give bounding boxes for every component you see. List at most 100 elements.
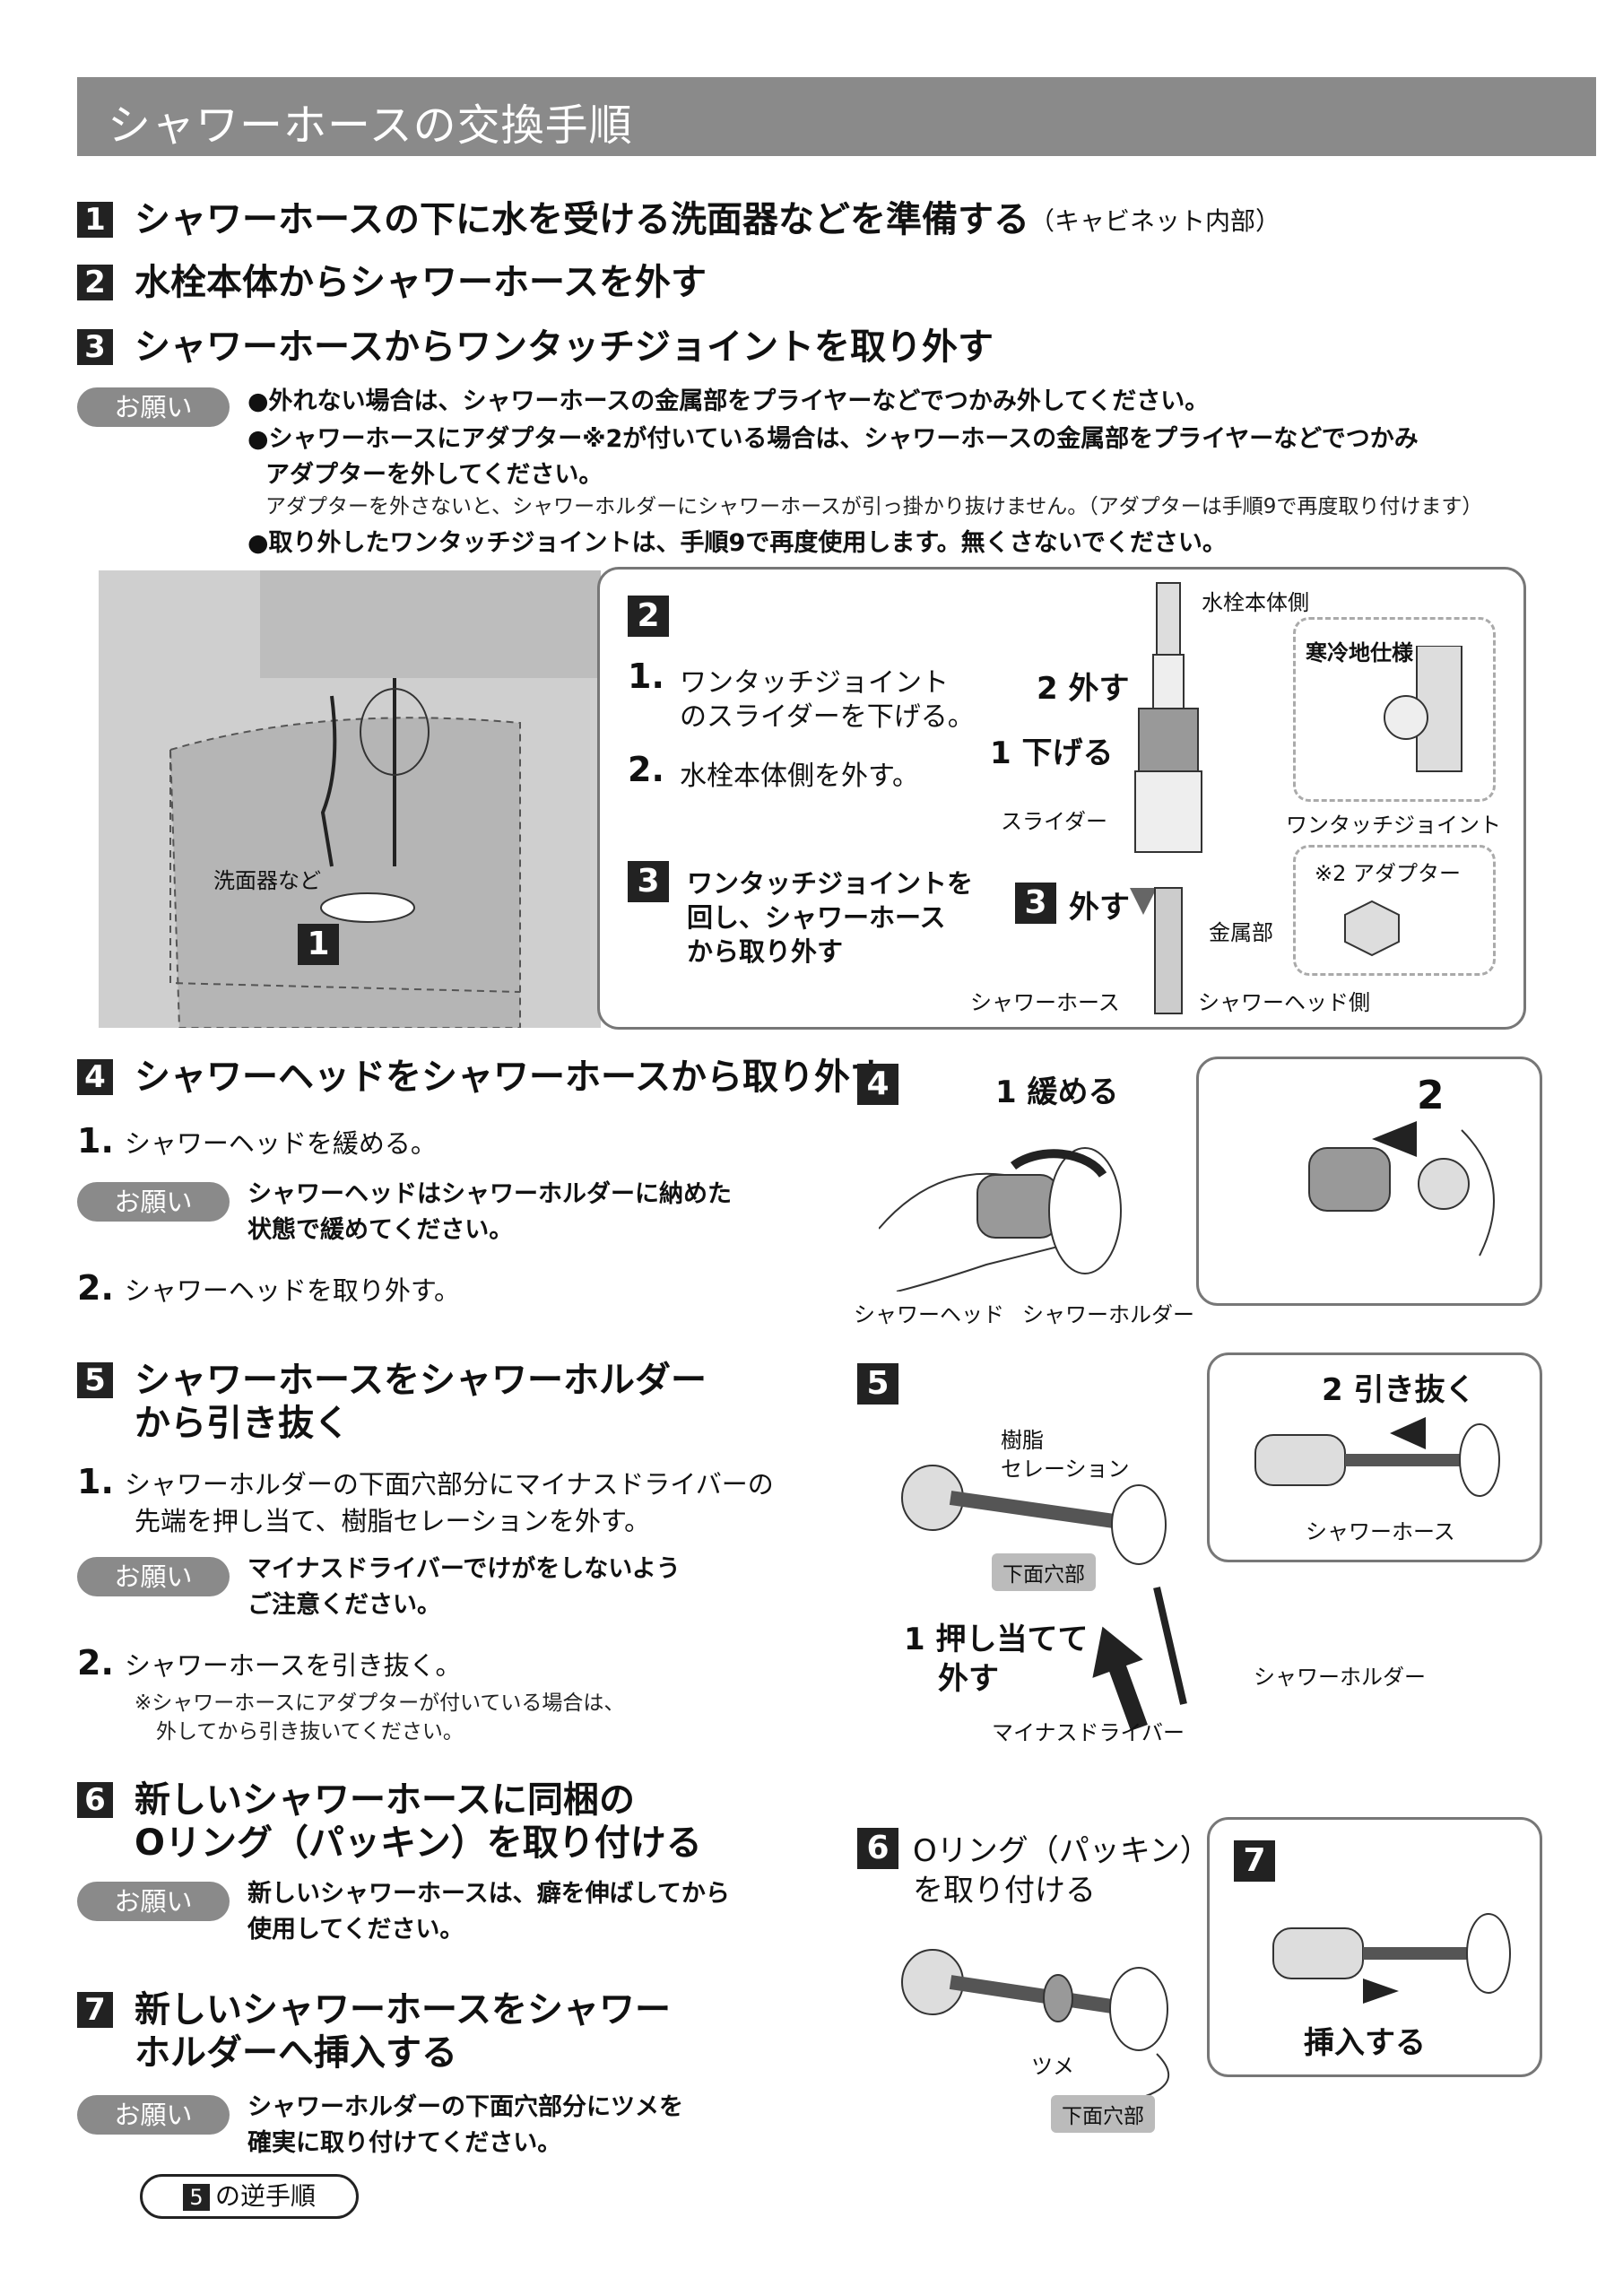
- serration-label: セレーション: [1001, 1457, 1130, 1482]
- step-number: 2: [77, 265, 113, 300]
- note-small: 外してから引き抜いてください。: [156, 1720, 464, 1744]
- instruction-number-3: 3: [628, 861, 669, 902]
- head-side-label: シャワーヘッド側: [1198, 990, 1370, 1015]
- loosen-label: 1 緩める: [995, 1074, 1119, 1110]
- cold-region-box: [1293, 617, 1496, 802]
- step-7: 7 新しいシャワーホースをシャワー: [77, 1986, 671, 2032]
- oring-attach-illustration: [901, 1949, 1170, 2109]
- item-text: シャワーヘッドを緩める。: [124, 1128, 437, 1159]
- step-text: 新しいシャワーホースをシャワー: [135, 1989, 671, 2031]
- request-badge: お願い: [77, 2095, 230, 2135]
- adapter-label: ※2 アダプター: [1315, 861, 1462, 886]
- request-badge: お願い: [77, 1882, 230, 1921]
- item-text: シャワーヘッドを取り外す。: [124, 1275, 460, 1306]
- oring-label: Oリング（パッキン）: [913, 1833, 1211, 1869]
- lower-1-label: 1 下げる: [990, 735, 1114, 771]
- cold-joint-icon: [1384, 646, 1462, 772]
- step-7-line-2: ホルダーへ挿入する: [135, 2032, 457, 2074]
- cabinet-illustration: [99, 570, 601, 1028]
- shower-holder-label: シャワーホルダー: [1022, 1302, 1194, 1327]
- step-4: 4 シャワーヘッドをシャワーホースから取り外す: [77, 1053, 886, 1100]
- claw-label: ツメ: [1031, 2054, 1074, 2079]
- note-line: マイナスドライバーでけがをしないよう: [247, 1555, 681, 1583]
- oring-label-2: を取り付ける: [913, 1873, 1096, 1909]
- hose-pull-illustration: [901, 1465, 1187, 1731]
- step-2-label: 2: [1417, 1073, 1445, 1118]
- figure-number-1: 1: [298, 924, 339, 965]
- step-number: 3: [77, 329, 113, 365]
- push-label: 1 押し当てて: [904, 1622, 1089, 1657]
- holder-label: シャワーホルダー: [1254, 1665, 1426, 1690]
- item-text: シャワーホルダーの下面穴部分にマイナスドライバーの: [124, 1469, 774, 1500]
- figure-number-5: 5: [857, 1363, 898, 1405]
- figure-number-2: 2: [628, 596, 669, 637]
- step-subtext: （キャビネット内部）: [1029, 206, 1281, 236]
- request-badge: お願い: [77, 1557, 230, 1596]
- shower-head-remove-illustration: [1308, 1121, 1495, 1257]
- driver-label: マイナスドライバー: [992, 1720, 1185, 1745]
- step-text: 水栓本体からシャワーホースを外す: [135, 262, 707, 303]
- request-badge: お願い: [77, 1182, 230, 1222]
- hose-pulled-illustration: [1254, 1417, 1500, 1497]
- instruction-text: ワンタッチジョイント: [680, 667, 949, 699]
- pull-label: 2 引き抜く: [1322, 1372, 1476, 1408]
- item-number: 2.: [77, 1268, 114, 1308]
- item-number: 1.: [77, 1121, 114, 1161]
- request-badge: お願い: [77, 387, 230, 427]
- hose-label: シャワーホース: [970, 990, 1120, 1015]
- instruction-text: 回し、シャワーホース: [687, 902, 946, 933]
- instruction-text: 水栓本体側を外す。: [680, 761, 919, 792]
- step-number: 4: [77, 1059, 113, 1095]
- figure-number-4: 4: [857, 1064, 898, 1105]
- instruction-text: のスライダーを下げる。: [680, 701, 975, 733]
- note-line: 確実に取り付けてください。: [247, 2129, 562, 2157]
- faucet-side-label: 水栓本体側: [1202, 590, 1309, 615]
- step-number: 5: [77, 1362, 113, 1398]
- step5-item-1-cont: 先端を押し当て、樹脂セレーションを外す。: [135, 1506, 651, 1536]
- note-small: アダプターを外さないと、シャワーホルダーにシャワーホースが引っ掛かり抜けません。…: [265, 495, 1483, 518]
- hole-tag: 下面穴部: [1051, 2095, 1155, 2133]
- page-title: シャワーホースの交換手順: [108, 100, 633, 151]
- step-6-line-2: Oリング（パッキン）を取り付ける: [135, 1822, 702, 1864]
- step-text: シャワーホースをシャワーホルダー: [135, 1360, 707, 1401]
- step-5-line-2: から引き抜く: [135, 1403, 350, 1444]
- cold-region-label: 寒冷地仕様: [1306, 640, 1413, 665]
- hole-tag: 下面穴部: [992, 1553, 1096, 1591]
- remove-3-label: 外す: [1069, 890, 1130, 926]
- step-text: シャワーホースの下に水を受ける洗面器などを準備する: [135, 199, 1029, 240]
- step-text: シャワーホースからワンタッチジョイントを取り外す: [135, 326, 994, 368]
- figure-number-6: 6: [857, 1828, 898, 1869]
- serration-label: 樹脂: [1001, 1428, 1044, 1453]
- step-number: 6: [77, 1782, 113, 1818]
- step-number: 7: [77, 1992, 113, 2028]
- step-6: 6 新しいシャワーホースに同梱の: [77, 1776, 635, 1822]
- step4-item-1: 1. シャワーヘッドを緩める。: [77, 1121, 437, 1163]
- shower-head-label: シャワーヘッド: [854, 1302, 1004, 1327]
- item-text: シャワーホースを引き抜く。: [124, 1650, 462, 1681]
- hose-insert-illustration: [1272, 1913, 1511, 2004]
- step-text: シャワーヘッドをシャワーホースから取り外す: [135, 1057, 886, 1098]
- step-3: 3 シャワーホースからワンタッチジョイントを取り外す: [77, 323, 994, 370]
- page-title-bar: シャワーホースの交換手順: [77, 77, 1596, 156]
- slider-label: スライダー: [1001, 809, 1108, 834]
- note-line: ご注意ください。: [247, 1591, 441, 1619]
- adapter-icon: [1344, 900, 1400, 957]
- step-text: 新しいシャワーホースに同梱の: [135, 1779, 635, 1821]
- figure-number-7: 7: [1234, 1840, 1275, 1882]
- instruction-number: 2.: [628, 750, 664, 789]
- hose-label: シャワーホース: [1306, 1519, 1455, 1544]
- item-number: 2.: [77, 1643, 114, 1683]
- push-label-2: 外す: [938, 1661, 999, 1697]
- note-line: ●シャワーホースにアダプター※2が付いている場合は、シャワーホースの金属部をプラ…: [247, 425, 1419, 453]
- joint-illustration: [1130, 582, 1202, 1014]
- step-2: 2 水栓本体からシャワーホースを外す: [77, 258, 707, 305]
- note-line: シャワーホルダーの下面穴部分にツメを: [247, 2093, 683, 2121]
- metal-part-label: 金属部: [1209, 920, 1273, 945]
- basin-label: 洗面器など: [213, 868, 321, 893]
- step5-item-2: 2. シャワーホースを引き抜く。: [77, 1643, 461, 1685]
- joint-label: ワンタッチジョイント: [1286, 813, 1501, 838]
- note-line: シャワーヘッドはシャワーホルダーに納めた: [247, 1180, 732, 1208]
- step4-item-2: 2. シャワーヘッドを取り外す。: [77, 1268, 460, 1310]
